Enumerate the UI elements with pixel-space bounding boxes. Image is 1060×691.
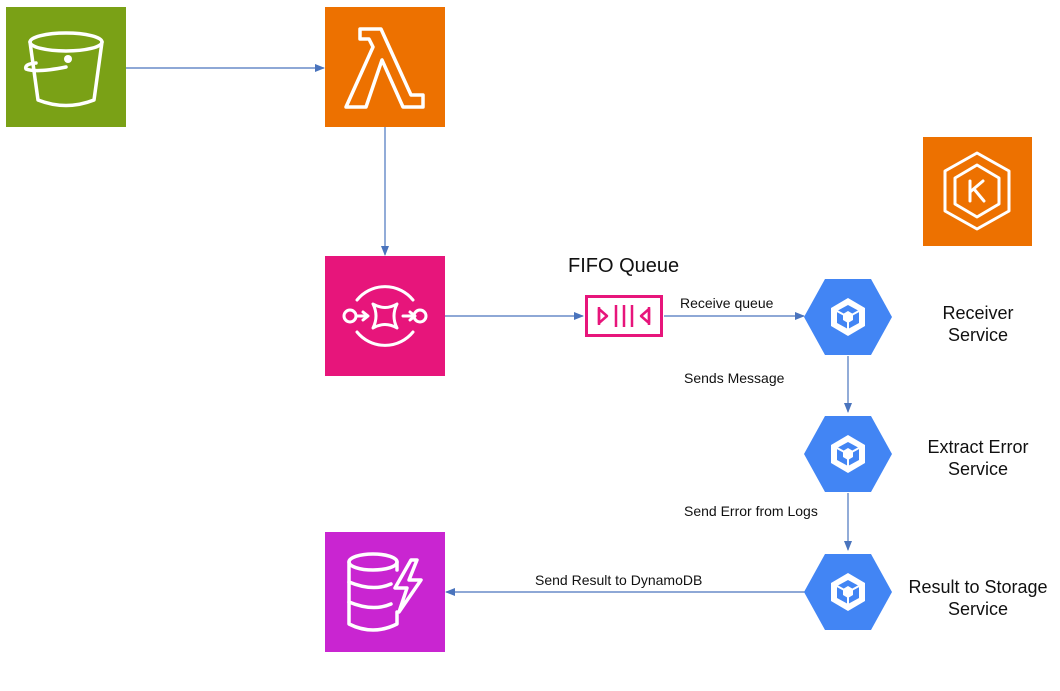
eks-kubernetes-icon (923, 137, 1032, 246)
result-storage-service-label-line1: Result to Storage (908, 577, 1048, 597)
receiver-service-label-line1: Receiver (942, 303, 1014, 323)
extract-error-service-label-line2: Service (947, 459, 1009, 479)
extract-error-service-icon (804, 416, 892, 492)
receiver-service-icon (804, 279, 892, 355)
result-storage-service-icon (804, 554, 892, 630)
sqs-icon (325, 256, 445, 376)
dynamodb-icon (325, 532, 445, 652)
fifo-queue-label: FIFO Queue (568, 255, 680, 277)
receiver-service-label: Receiver Service (917, 302, 1039, 346)
lambda-icon (325, 7, 445, 127)
s3-bucket-icon (6, 7, 126, 127)
edge-label-receive-queue: Receive queue (680, 295, 774, 311)
result-storage-service-label: Result to Storage Service (900, 576, 1056, 620)
receiver-service-label-line2: Service (947, 325, 1009, 345)
extract-error-service-label-line1: Extract Error (927, 437, 1029, 457)
fifo-queue-icon (585, 295, 663, 337)
result-storage-service-label-line2: Service (947, 599, 1009, 619)
edge-label-sends-message: Sends Message (684, 370, 785, 386)
edge-label-send-error-from-logs: Send Error from Logs (684, 503, 818, 519)
extract-error-service-label: Extract Error Service (912, 436, 1044, 480)
edge-label-send-result-to-dynamodb: Send Result to DynamoDB (535, 572, 703, 588)
